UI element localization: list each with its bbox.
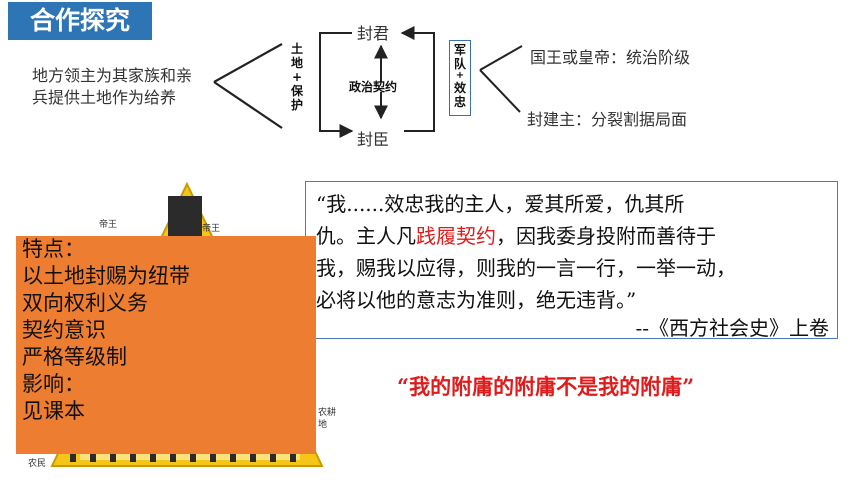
pyramid-label-land: 地 — [318, 420, 328, 430]
army-loyalty-label: 军 队 + 效 忠 — [449, 40, 471, 116]
land-protection-label: 土 地 + 保 护 — [290, 42, 303, 112]
service-bracket — [400, 26, 435, 132]
features-panel: 特点： 以土地封赐为纽带 双向权利义务 契约意识 严格等级制 影响： 见课本 — [16, 236, 316, 454]
lord-provision-text-line2: 兵提供土地作为给养 — [32, 88, 177, 107]
features-heading: 特点： — [22, 237, 85, 261]
page-title: 合作探究 — [8, 2, 152, 40]
connector-lower-right — [479, 69, 521, 113]
vassal-slogan: “我的附庸的附庸不是我的附庸” — [397, 374, 695, 399]
pyramid-label-farming: 农耕 — [318, 408, 337, 418]
grant-bracket — [319, 32, 354, 138]
quote-line-3: 我，赐我以应得，则我的一言一行，一举一动， — [316, 256, 736, 280]
feature-item: 以土地封赐为纽带 — [22, 264, 190, 288]
lord-node: 封君 — [357, 24, 390, 43]
quote-highlight: 践履契约 — [416, 224, 496, 248]
quote-line-1: “我......效忠我的主人，爱其所爱，仇其所 — [316, 192, 685, 216]
quote-box: “我......效忠我的主人，爱其所爱，仇其所 仇。主人凡践履契约，因我委身投附… — [305, 181, 838, 340]
quote-line-4: 必将以他的意志为准则，绝无违背。” — [316, 288, 637, 312]
contract-label: 政治契约 — [349, 80, 398, 94]
quote-source: --《西方社会史》上卷 — [635, 316, 829, 340]
lord-provision-text-line1: 地方领主为其家族和亲 — [32, 66, 193, 85]
pyramid-label-peasant: 农民 — [28, 459, 47, 469]
influence-heading: 影响： — [22, 372, 85, 396]
feature-item: 契约意识 — [22, 318, 106, 342]
pyramid-label-emperor-left: 帝王 — [99, 220, 118, 230]
connector-lower-left — [213, 81, 283, 129]
connector-upper-right — [479, 45, 523, 71]
vassal-node: 封臣 — [357, 130, 390, 149]
quote-line-2: 仇。主人凡践履契约，因我委身投附而善待于 — [316, 224, 716, 248]
feature-item: 严格等级制 — [22, 345, 127, 369]
pyramid-label-emperor-right: 帝王 — [202, 224, 221, 234]
connector-upper-left — [213, 43, 283, 83]
influence-item: 见课本 — [22, 399, 85, 423]
feudal-lord-text: 封建主：分裂割据局面 — [527, 110, 688, 129]
king-emperor-text: 国王或皇帝：统治阶级 — [530, 48, 691, 67]
feature-item: 双向权利义务 — [22, 291, 148, 315]
